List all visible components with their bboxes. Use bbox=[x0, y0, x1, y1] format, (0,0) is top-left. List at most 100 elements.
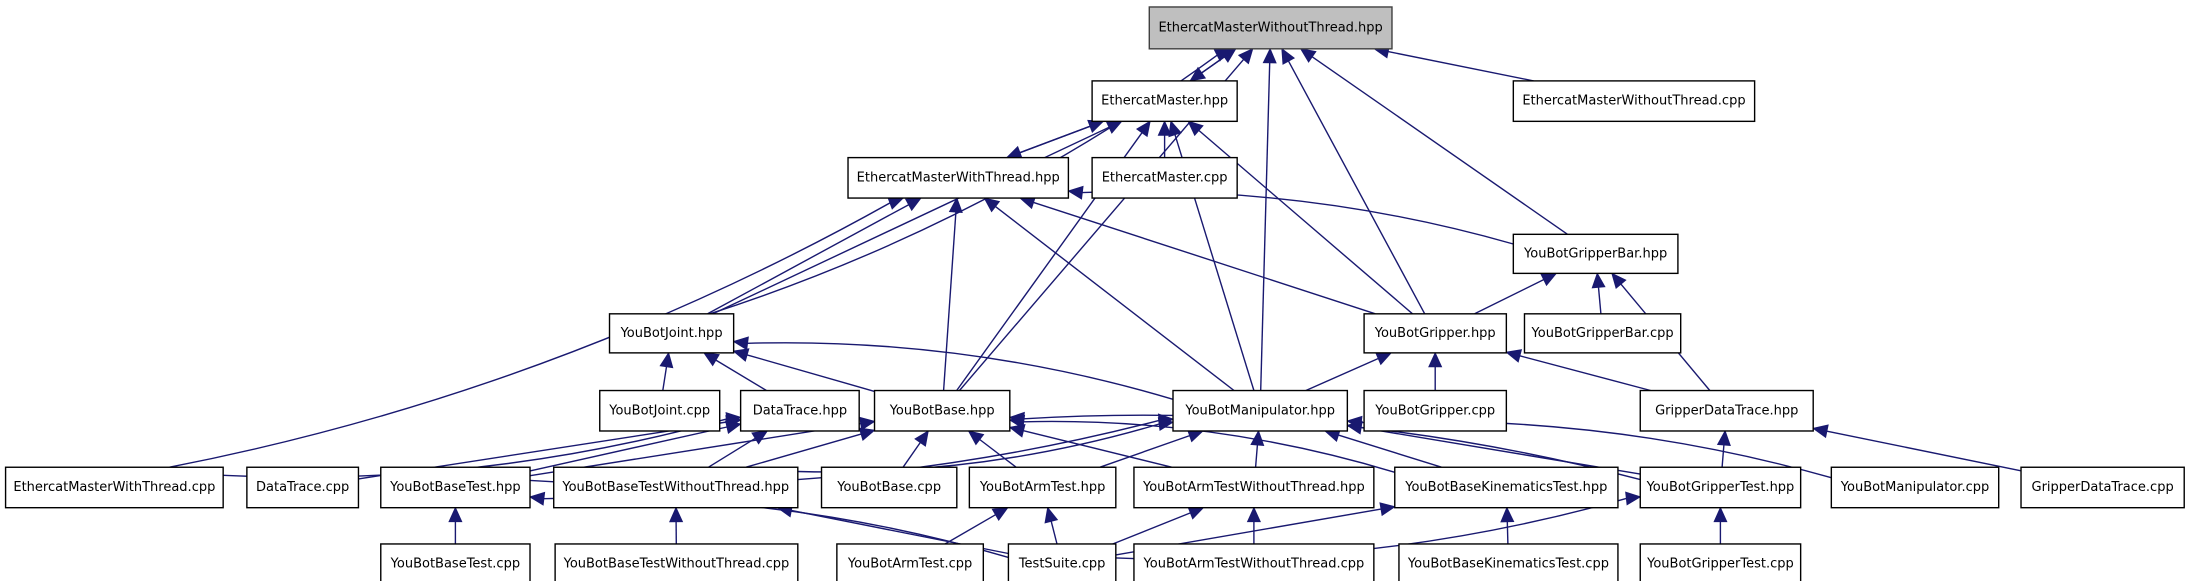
edge-gbar_cpp-to-gbar_hpp bbox=[1591, 272, 1606, 314]
node-atest-cpp[interactable]: YouBotArmTest.cpp bbox=[836, 543, 985, 581]
node-label: YouBotArmTestWithoutThread.cpp bbox=[1143, 557, 1365, 572]
node-manip-cpp[interactable]: YouBotManipulator.cpp bbox=[1830, 466, 2000, 509]
node-grip-cpp[interactable]: YouBotGripper.cpp bbox=[1363, 389, 1508, 432]
arrowhead-icon bbox=[1157, 120, 1172, 136]
node-bktest-cpp[interactable]: YouBotBaseKinematicsTest.cpp bbox=[1398, 543, 1619, 581]
arrowhead-icon bbox=[724, 420, 742, 434]
node-box bbox=[836, 543, 985, 581]
node-gtest-cpp[interactable]: YouBotGripperTest.cpp bbox=[1639, 543, 1802, 581]
edge-btest_cpp-to-btest_hpp bbox=[448, 506, 463, 544]
edge-line bbox=[942, 211, 957, 391]
node-label: YouBotGripper.hpp bbox=[1374, 326, 1496, 341]
edge-line bbox=[1826, 430, 2022, 472]
node-label: YouBotBaseTestWithoutThread.hpp bbox=[561, 480, 789, 495]
arrowhead-icon bbox=[1812, 424, 1829, 439]
node-manip-hpp[interactable]: YouBotManipulator.hpp bbox=[1172, 389, 1349, 432]
node-gdtrace-cpp[interactable]: GripperDataTrace.cpp bbox=[2020, 466, 2185, 509]
arrowhead-icon bbox=[528, 491, 546, 506]
node-btestwt-hpp[interactable]: YouBotBaseTestWithoutThread.hpp bbox=[553, 466, 799, 509]
node-atest-hpp[interactable]: YouBotArmTest.hpp bbox=[968, 466, 1117, 509]
node-box bbox=[1523, 313, 1682, 354]
node-em-hpp[interactable]: EthercatMaster.hpp bbox=[1091, 80, 1238, 123]
node-atestwt-hpp[interactable]: YouBotArmTestWithoutThread.hpp bbox=[1133, 466, 1375, 509]
edge-line bbox=[1721, 444, 1725, 468]
edge-grip_hpp-to-gbar_hpp bbox=[1474, 272, 1558, 315]
node-label: YouBotGripper.cpp bbox=[1374, 403, 1495, 418]
node-grip-hpp[interactable]: YouBotGripper.hpp bbox=[1363, 313, 1508, 354]
node-em-cpp[interactable]: EthercatMaster.cpp bbox=[1091, 156, 1238, 199]
edge-line bbox=[1023, 420, 1396, 473]
edge-line bbox=[745, 433, 862, 468]
node-base-hpp[interactable]: YouBotBase.hpp bbox=[873, 389, 1011, 432]
arrowhead-icon bbox=[914, 429, 929, 447]
node-btest-cpp[interactable]: YouBotBaseTest.cpp bbox=[380, 543, 531, 581]
node-label: YouBotBaseKinematicsTest.cpp bbox=[1407, 557, 1609, 572]
node-box bbox=[1363, 313, 1508, 354]
arrowhead-icon bbox=[1067, 185, 1084, 200]
arrowhead-icon bbox=[1246, 506, 1261, 523]
node-label: YouBotManipulator.cpp bbox=[1840, 480, 1989, 495]
edge-base_hpp-to-emwt_hpp bbox=[942, 196, 963, 391]
node-box bbox=[4, 466, 224, 509]
arrowhead-icon bbox=[1299, 48, 1317, 63]
arrowhead-icon bbox=[1346, 415, 1363, 430]
arrowhead-icon bbox=[1428, 351, 1443, 368]
node-joint-hpp[interactable]: YouBotJoint.hpp bbox=[608, 313, 735, 354]
edge-line bbox=[1311, 56, 1568, 235]
edge-line bbox=[979, 438, 1017, 468]
edge-testsuite_cpp-to-atestwt_hpp bbox=[1112, 506, 1205, 545]
arrowhead-icon bbox=[991, 507, 1009, 522]
node-joint-cpp[interactable]: YouBotJoint.cpp bbox=[599, 389, 721, 432]
node-box bbox=[1091, 80, 1238, 123]
node-label: YouBotManipulator.hpp bbox=[1184, 403, 1335, 418]
node-gdtrace-hpp[interactable]: GripperDataTrace.hpp bbox=[1639, 389, 1814, 432]
arrowhead-icon bbox=[659, 351, 674, 369]
node-box bbox=[739, 389, 860, 432]
arrowhead-icon bbox=[732, 348, 750, 362]
node-testsuite-cpp[interactable]: TestSuite.cpp bbox=[1007, 543, 1117, 581]
node-label: YouBotBaseTest.cpp bbox=[390, 557, 520, 572]
node-label: GripperDataTrace.cpp bbox=[2032, 480, 2174, 495]
edge-line bbox=[1099, 434, 1190, 468]
node-dtrace-hpp[interactable]: DataTrace.hpp bbox=[739, 389, 860, 432]
edge-line bbox=[1082, 190, 1514, 245]
node-box bbox=[1007, 543, 1117, 581]
arrowhead-icon bbox=[1281, 47, 1296, 65]
node-bktest-hpp[interactable]: YouBotBaseKinematicsTest.hpp bbox=[1394, 466, 1619, 509]
node-gbar-cpp[interactable]: YouBotGripperBar.cpp bbox=[1523, 313, 1682, 354]
node-emwot-cpp[interactable]: EthercatMasterWithoutThread.cpp bbox=[1512, 80, 1756, 123]
node-base-cpp[interactable]: YouBotBase.cpp bbox=[820, 466, 958, 509]
edge-grip_hpp-to-emwot_hpp bbox=[1281, 47, 1426, 315]
edge-line bbox=[1287, 60, 1426, 315]
edge-line bbox=[715, 359, 767, 392]
node-emwt-cpp[interactable]: EthercatMasterWithThread.cpp bbox=[4, 466, 224, 509]
arrowhead-icon bbox=[1540, 272, 1558, 287]
edge-dtrace_hpp-to-joint_hpp bbox=[702, 352, 767, 392]
node-label: YouBotBaseTestWithoutThread.cpp bbox=[563, 557, 790, 572]
edge-bktest_hpp-to-manip_hpp bbox=[1323, 428, 1442, 468]
node-dtrace-cpp[interactable]: DataTrace.cpp bbox=[246, 466, 360, 509]
edge-testsuite_cpp-to-atest_hpp bbox=[1044, 506, 1059, 545]
edge-emwot_hpp-to-em_hpp bbox=[1189, 48, 1237, 82]
node-box bbox=[1512, 233, 1679, 275]
node-emwot-hpp[interactable]: EthercatMasterWithoutThread.hpp bbox=[1148, 6, 1393, 50]
node-emwt-hpp[interactable]: EthercatMasterWithThread.hpp bbox=[847, 156, 1070, 199]
node-box bbox=[2020, 466, 2185, 509]
arrowhead-icon bbox=[1005, 145, 1023, 160]
node-atestwt-cpp[interactable]: YouBotArmTestWithoutThread.cpp bbox=[1133, 543, 1375, 581]
node-btestwt-cpp[interactable]: YouBotBaseTestWithoutThread.cpp bbox=[554, 543, 799, 581]
node-box bbox=[1639, 389, 1814, 432]
edge-btestwt_hpp-to-dtrace_hpp bbox=[708, 430, 769, 468]
node-box bbox=[380, 543, 531, 581]
edge-btestwt_hpp-to-base_hpp bbox=[745, 427, 876, 468]
node-gtest-hpp[interactable]: YouBotGripperTest.hpp bbox=[1639, 466, 1802, 509]
node-box bbox=[554, 543, 799, 581]
node-label: EthercatMaster.hpp bbox=[1101, 94, 1228, 109]
node-gbar-hpp[interactable]: YouBotGripperBar.hpp bbox=[1512, 233, 1679, 275]
node-btest-hpp[interactable]: YouBotBaseTest.hpp bbox=[380, 466, 531, 509]
node-box bbox=[1398, 543, 1619, 581]
edge-line bbox=[708, 437, 756, 468]
node-label: YouBotJoint.hpp bbox=[620, 326, 723, 341]
edge-line bbox=[529, 426, 728, 472]
